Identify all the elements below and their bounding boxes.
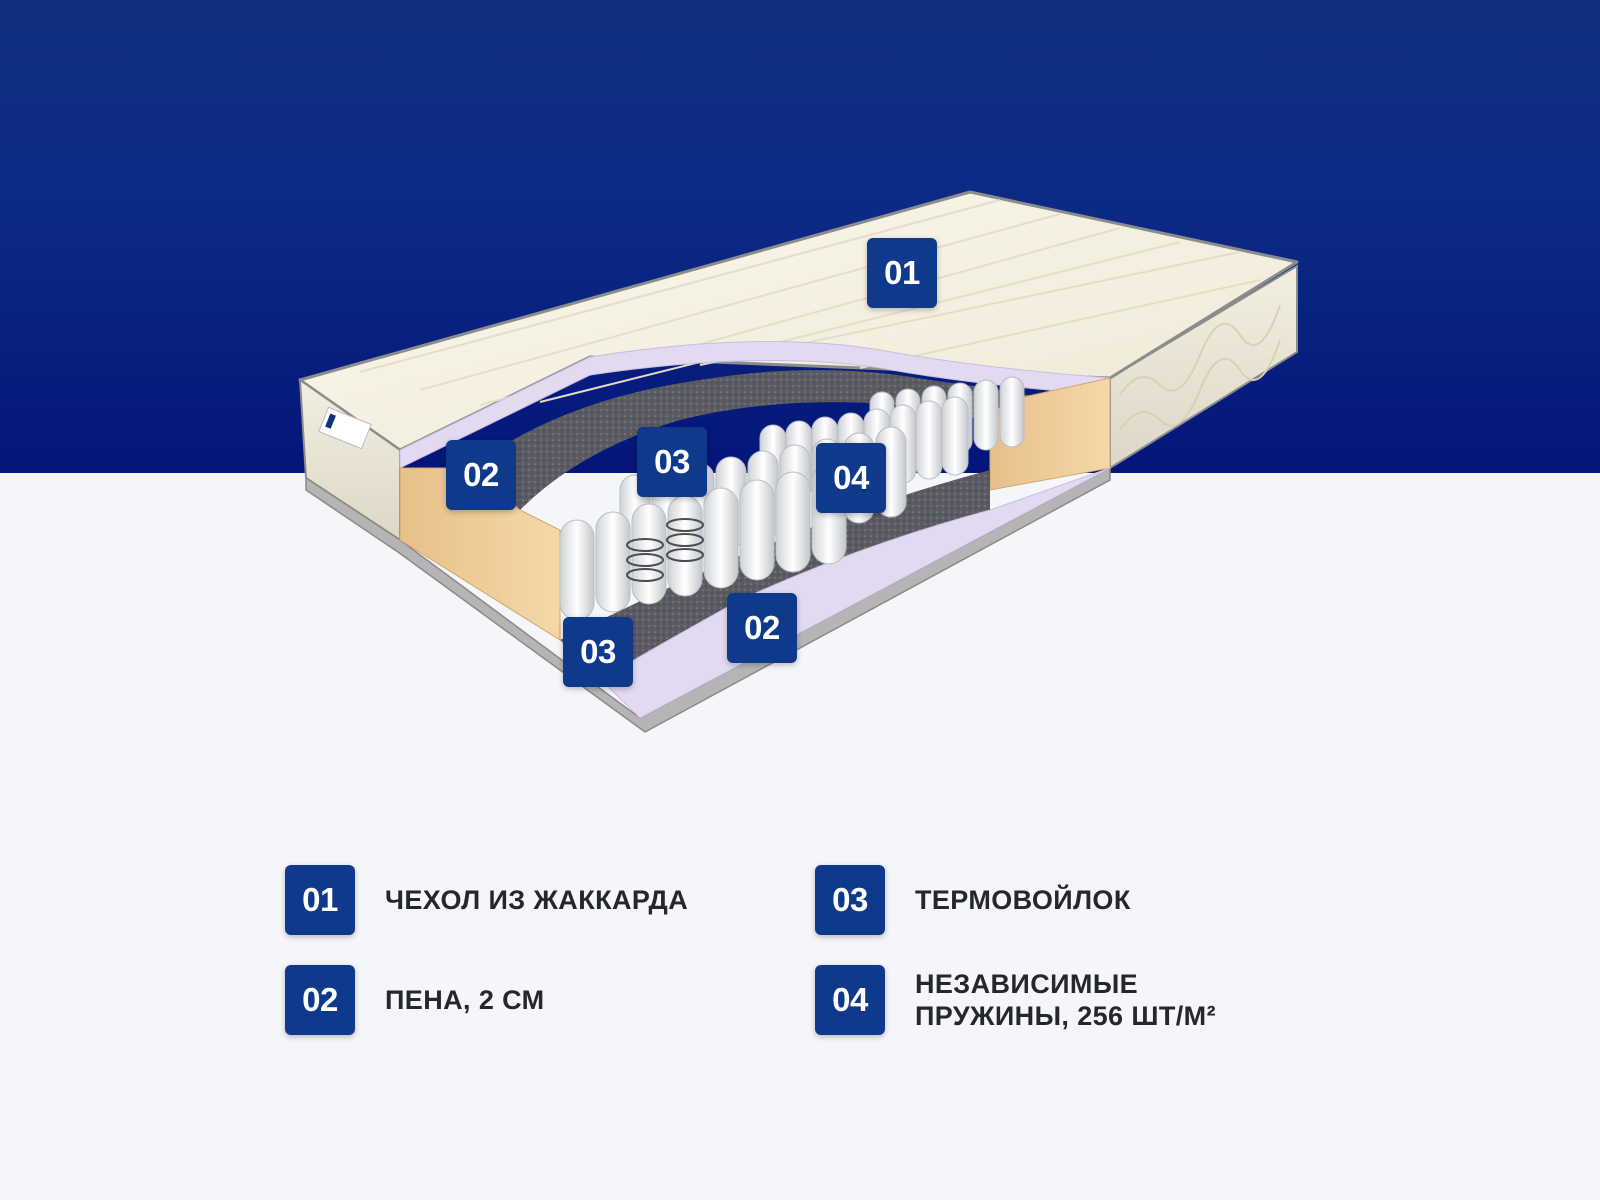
pocket-spring (915, 400, 943, 480)
callout-02-lower-badge: 02 (727, 593, 797, 663)
legend-number-04: 04 (815, 965, 885, 1035)
exposed-spring-coils (626, 518, 704, 582)
pocket-spring (703, 487, 739, 589)
quilting-pattern (1119, 304, 1281, 431)
legend-number-01: 01 (285, 865, 355, 935)
pocket-spring (775, 471, 811, 573)
brand-tag (318, 406, 372, 450)
legend-label-03: ТЕРМОВОЙЛОК (915, 865, 1131, 935)
legend-item-03: 03 ТЕРМОВОЙЛОК (815, 865, 1295, 935)
pocket-spring (559, 519, 595, 621)
pocket-spring (941, 396, 969, 476)
pocket-spring (999, 376, 1025, 448)
legend-label-04-line-2: ПРУЖИНЫ, 256 ШТ/М² (915, 1001, 1216, 1031)
legend-label-01: ЧЕХОЛ ИЗ ЖАККАРДА (385, 865, 688, 935)
legend-label-01-line: ЧЕХОЛ ИЗ ЖАККАРДА (385, 885, 689, 915)
callout-03-badge: 03 (637, 427, 707, 497)
callout-04-badge: 04 (816, 443, 886, 513)
legend-label-03-line: ТЕРМОВОЙЛОК (915, 885, 1131, 915)
legend-label-02: ПЕНА, 2 СМ (385, 965, 545, 1035)
upper-felt-layer (470, 370, 1050, 520)
legend-number-02: 02 (285, 965, 355, 1035)
callout-01-badge: 01 (867, 238, 937, 308)
pocket-spring (595, 511, 631, 613)
legend-label-04: НЕЗАВИСИМЫЕ ПРУЖИНЫ, 256 ШТ/М² (915, 965, 1216, 1035)
legend-item-02: 02 ПЕНА, 2 СМ (285, 965, 765, 1035)
legend-item-04: 04 НЕЗАВИСИМЫЕ ПРУЖИНЫ, 256 ШТ/М² (815, 965, 1295, 1035)
legend-item-01: 01 ЧЕХОЛ ИЗ ЖАККАРДА (285, 865, 765, 935)
callout-02-badge: 02 (446, 440, 516, 510)
mattress-bottom-edge (305, 466, 1111, 733)
callout-03-lower-badge: 03 (563, 617, 633, 687)
legend-label-02-line: ПЕНА, 2 СМ (385, 985, 545, 1015)
pocket-spring (739, 479, 775, 581)
legend-label-04-line-1: НЕЗАВИСИМЫЕ (915, 969, 1139, 999)
legend-number-03: 03 (815, 865, 885, 935)
pocket-spring (973, 379, 999, 451)
lavender-bottom-layer (559, 467, 1111, 719)
lower-felt-layer (560, 470, 990, 680)
mattress-cross-section-illustration (298, 190, 1299, 733)
